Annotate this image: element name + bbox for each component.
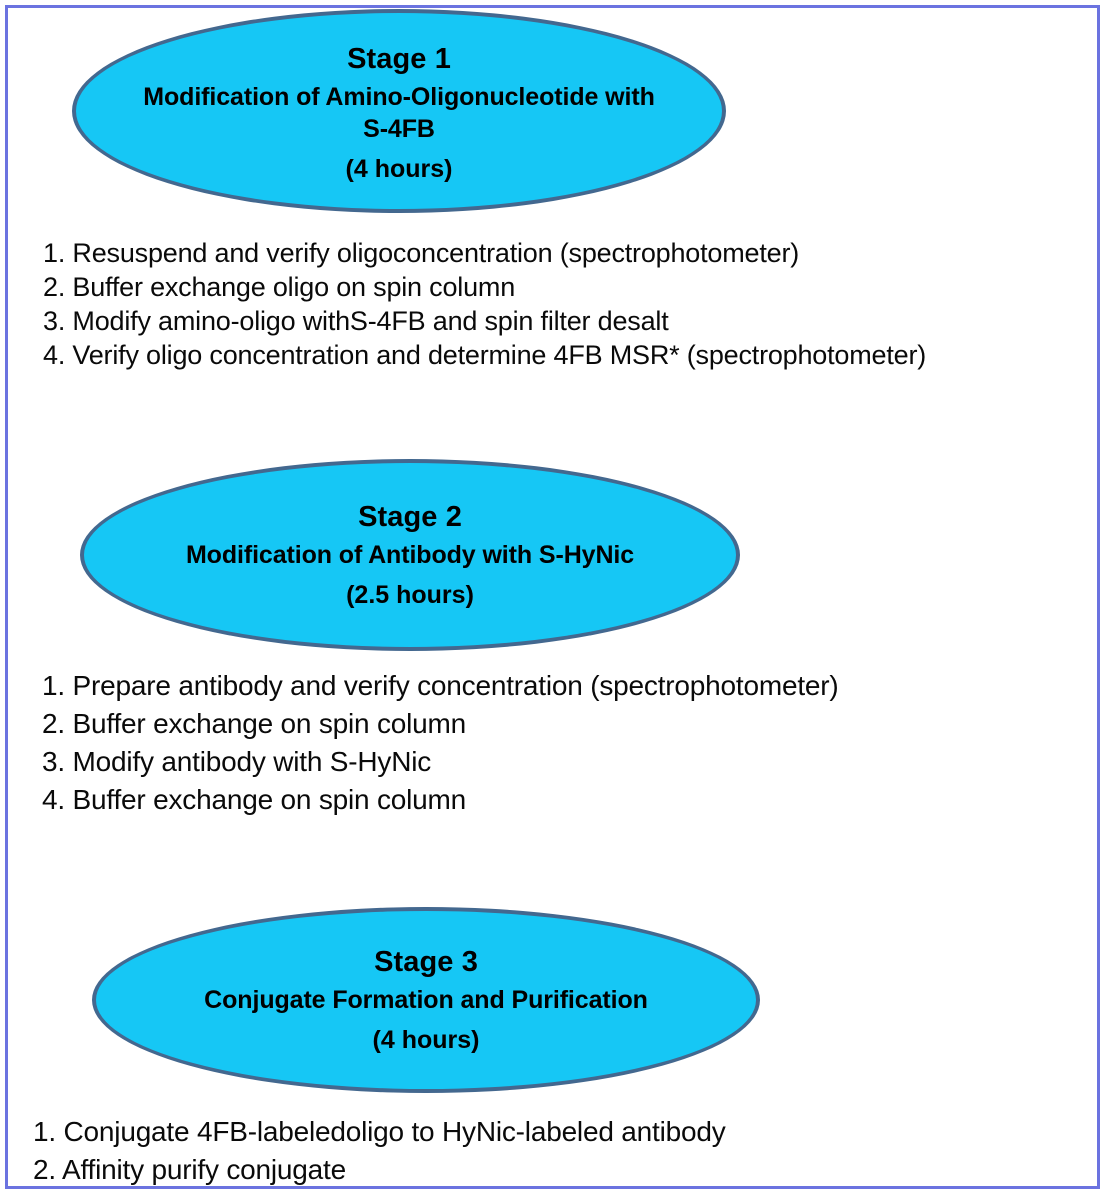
list-item: 1. Conjugate 4FB-labeledoligo to HyNic-l… xyxy=(33,1116,726,1147)
stage-2-oval: Stage 2 Modification of Antibody with S-… xyxy=(80,459,740,651)
stage-3-title: Stage 3 xyxy=(374,946,478,979)
stage-2-step-list: 1. Prepare antibody and verify concentra… xyxy=(42,667,839,819)
stage-1-description: Modification of Amino-Oligonucleotide wi… xyxy=(143,82,655,143)
list-item: 4. Buffer exchange on spin column xyxy=(42,784,467,815)
stage-2-title: Stage 2 xyxy=(358,501,462,534)
stage-1-duration: (4 hours) xyxy=(345,154,453,183)
list-item: 4. Verify oligo concentration and determ… xyxy=(43,340,927,370)
list-item: 1. Resuspend and verify oligoconcentrati… xyxy=(43,238,800,268)
stage-2-duration: (2.5 hours) xyxy=(346,580,474,609)
stage-1-oval: Stage 1 Modification of Amino-Oligonucle… xyxy=(72,9,726,213)
stage-3-step-list: 1. Conjugate 4FB-labeledoligo to HyNic-l… xyxy=(33,1113,726,1189)
list-item: 2. Affinity purify conjugate xyxy=(33,1154,346,1185)
stage-2-description: Modification of Antibody with S-HyNic xyxy=(185,540,635,569)
list-item: 2. Buffer exchange on spin column xyxy=(42,708,467,739)
stage-3-description: Conjugate Formation and Purification xyxy=(204,985,648,1014)
stage-1-step-list: 1. Resuspend and verify oligoconcentrati… xyxy=(43,236,926,372)
list-item: 3. Modify amino-oligo withS-4FB and spin… xyxy=(43,306,669,336)
stage-1-title: Stage 1 xyxy=(347,43,451,76)
list-item: 1. Prepare antibody and verify concentra… xyxy=(42,670,839,701)
stage-3-duration: (4 hours) xyxy=(372,1025,480,1054)
stage-3-oval: Stage 3 Conjugate Formation and Purifica… xyxy=(92,907,760,1093)
list-item: 3. Modify antibody with S-HyNic xyxy=(42,746,432,777)
list-item: 2. Buffer exchange oligo on spin column xyxy=(43,272,516,302)
